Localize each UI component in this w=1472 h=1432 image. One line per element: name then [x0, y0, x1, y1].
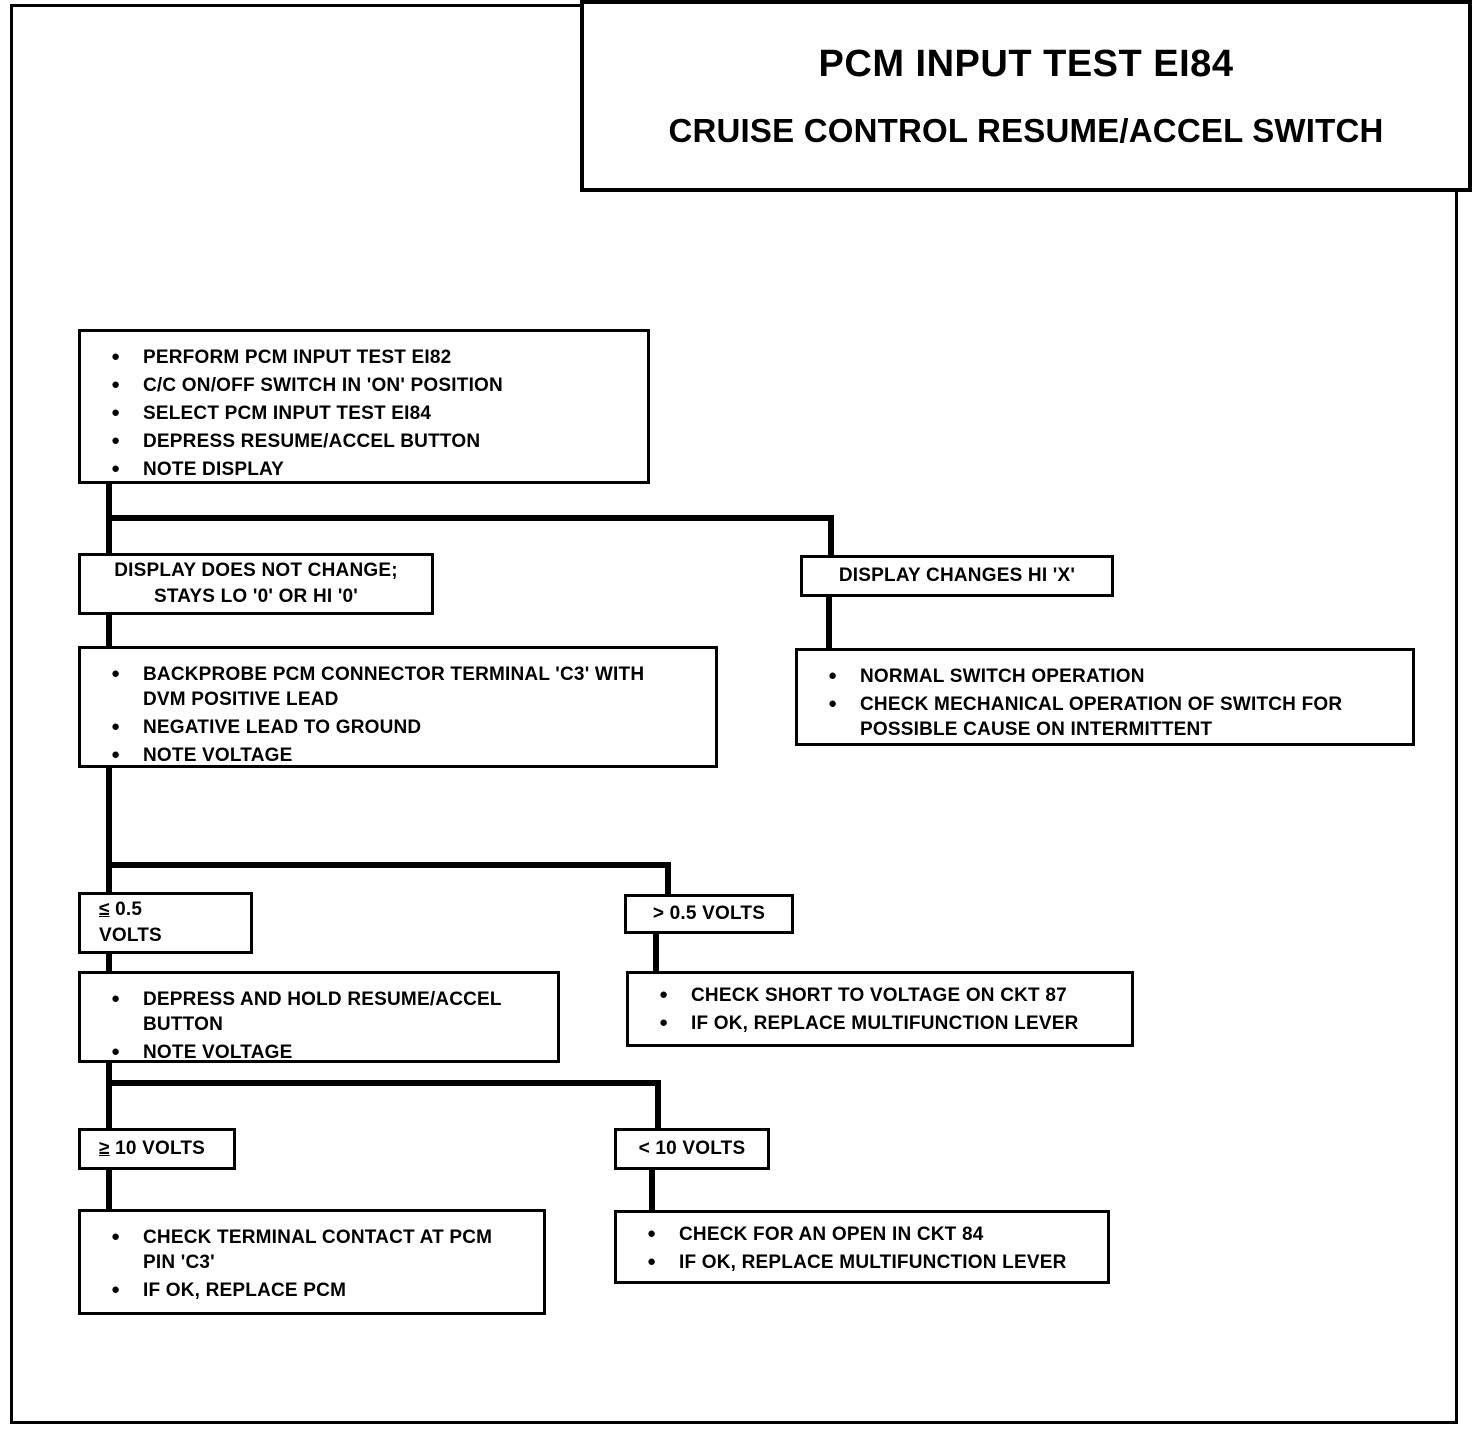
- connector-volt-left-drop: [106, 862, 112, 894]
- branch-label: > 0.5 VOLTS: [652, 903, 766, 924]
- normal-operation-box: NORMAL SWITCH OPERATION CHECK MECHANICAL…: [795, 648, 1415, 746]
- short-to-voltage-bullet-list: CHECK SHORT TO VOLTAGE ON CKT 87 IF OK, …: [629, 974, 1131, 1049]
- branch-label-text: 10 VOLTS: [109, 1138, 206, 1159]
- list-item: DEPRESS AND HOLD RESUME/ACCEL BUTTON: [87, 986, 547, 1037]
- connector-start-left-drop: [106, 515, 112, 555]
- open-circuit-bullet-list: CHECK FOR AN OPEN IN CKT 84 IF OK, REPLA…: [617, 1213, 1107, 1288]
- connector-tenvolt-left-drop: [106, 1080, 112, 1130]
- connector-backprobe-down: [106, 768, 112, 868]
- start-instructions-box: PERFORM PCM INPUT TEST EI82 C/C ON/OFF S…: [78, 329, 650, 484]
- connector-changes-down: [826, 596, 832, 648]
- list-item: PERFORM PCM INPUT TEST EI82: [87, 344, 637, 370]
- branch-ge-ten-volts: ≥ 10 VOLTS: [78, 1128, 236, 1170]
- branch-display-changes: DISPLAY CHANGES HI 'X': [800, 555, 1114, 597]
- connector-volt-right-drop: [665, 862, 671, 894]
- less-than-or-equal-icon: ≤: [99, 899, 110, 920]
- list-item: IF OK, REPLACE PCM: [87, 1277, 533, 1303]
- list-item: CHECK MECHANICAL OPERATION OF SWITCH FOR…: [804, 691, 1402, 742]
- list-item: SELECT PCM INPUT TEST EI84: [87, 400, 637, 426]
- list-item: C/C ON/OFF SWITCH IN 'ON' POSITION: [87, 372, 637, 398]
- branch-label: ≤ 0.5 VOLTS: [99, 897, 162, 949]
- connector-start-down: [106, 484, 112, 520]
- connector-gt-half-down: [653, 933, 659, 976]
- branch-label: < 10 VOLTS: [638, 1138, 746, 1159]
- list-item: NOTE VOLTAGE: [87, 742, 705, 768]
- list-item: CHECK FOR AN OPEN IN CKT 84: [623, 1221, 1097, 1247]
- connector-no-change-down: [106, 614, 112, 648]
- branch-label: DISPLAY DOES NOT CHANGE; STAYS LO '0' OR…: [114, 560, 398, 607]
- list-item: IF OK, REPLACE MULTIFUNCTION LEVER: [635, 1010, 1121, 1036]
- backprobe-bullet-list: BACKPROBE PCM CONNECTOR TERMINAL 'C3' WI…: [81, 649, 715, 781]
- page-title: PCM INPUT TEST EI84: [818, 42, 1234, 85]
- list-item: NORMAL SWITCH OPERATION: [804, 663, 1402, 689]
- connector-ge-ten-down: [106, 1169, 112, 1213]
- list-item: NEGATIVE LEAD TO GROUND: [87, 714, 705, 740]
- page-subtitle: CRUISE CONTROL RESUME/ACCEL SWITCH: [668, 111, 1384, 149]
- list-item: NOTE VOLTAGE: [87, 1039, 547, 1065]
- branch-display-no-change: DISPLAY DOES NOT CHANGE; STAYS LO '0' OR…: [78, 553, 434, 615]
- connector-start-horizontal: [106, 515, 834, 521]
- branch-lt-ten-volts: < 10 VOLTS: [614, 1128, 770, 1170]
- branch-label: DISPLAY CHANGES HI 'X': [838, 565, 1076, 586]
- list-item: CHECK TERMINAL CONTACT AT PCM PIN 'C3': [87, 1224, 533, 1275]
- list-item: CHECK SHORT TO VOLTAGE ON CKT 87: [635, 982, 1121, 1008]
- connector-tenvolt-right-drop: [655, 1080, 661, 1130]
- open-circuit-box: CHECK FOR AN OPEN IN CKT 84 IF OK, REPLA…: [614, 1210, 1110, 1284]
- connector-volt-split-horizontal: [106, 862, 671, 868]
- branch-label-text: 0.5 VOLTS: [99, 899, 162, 946]
- backprobe-instructions-box: BACKPROBE PCM CONNECTOR TERMINAL 'C3' WI…: [78, 646, 718, 768]
- list-item: DEPRESS RESUME/ACCEL BUTTON: [87, 428, 637, 454]
- list-item: BACKPROBE PCM CONNECTOR TERMINAL 'C3' WI…: [87, 661, 705, 712]
- branch-gt-half-volt: > 0.5 VOLTS: [624, 894, 794, 934]
- connector-start-right-drop: [828, 515, 834, 555]
- connector-lt-ten-down: [649, 1169, 655, 1213]
- title-block: PCM INPUT TEST EI84 CRUISE CONTROL RESUM…: [580, 0, 1472, 192]
- short-to-voltage-box: CHECK SHORT TO VOLTAGE ON CKT 87 IF OK, …: [626, 971, 1134, 1047]
- normal-operation-bullet-list: NORMAL SWITCH OPERATION CHECK MECHANICAL…: [798, 651, 1412, 755]
- terminal-contact-bullet-list: CHECK TERMINAL CONTACT AT PCM PIN 'C3' I…: [81, 1212, 543, 1316]
- depress-hold-bullet-list: DEPRESS AND HOLD RESUME/ACCEL BUTTON NOT…: [81, 974, 557, 1078]
- greater-than-or-equal-icon: ≥: [99, 1138, 110, 1159]
- depress-hold-box: DEPRESS AND HOLD RESUME/ACCEL BUTTON NOT…: [78, 971, 560, 1064]
- connector-tenvolt-split-horizontal: [106, 1080, 661, 1086]
- branch-label: ≥ 10 VOLTS: [99, 1136, 205, 1162]
- branch-le-half-volt: ≤ 0.5 VOLTS: [78, 892, 253, 954]
- start-bullet-list: PERFORM PCM INPUT TEST EI82 C/C ON/OFF S…: [81, 332, 647, 495]
- terminal-contact-box: CHECK TERMINAL CONTACT AT PCM PIN 'C3' I…: [78, 1209, 546, 1315]
- list-item: IF OK, REPLACE MULTIFUNCTION LEVER: [623, 1249, 1097, 1275]
- list-item: NOTE DISPLAY: [87, 456, 637, 482]
- connector-le-half-down: [106, 953, 112, 976]
